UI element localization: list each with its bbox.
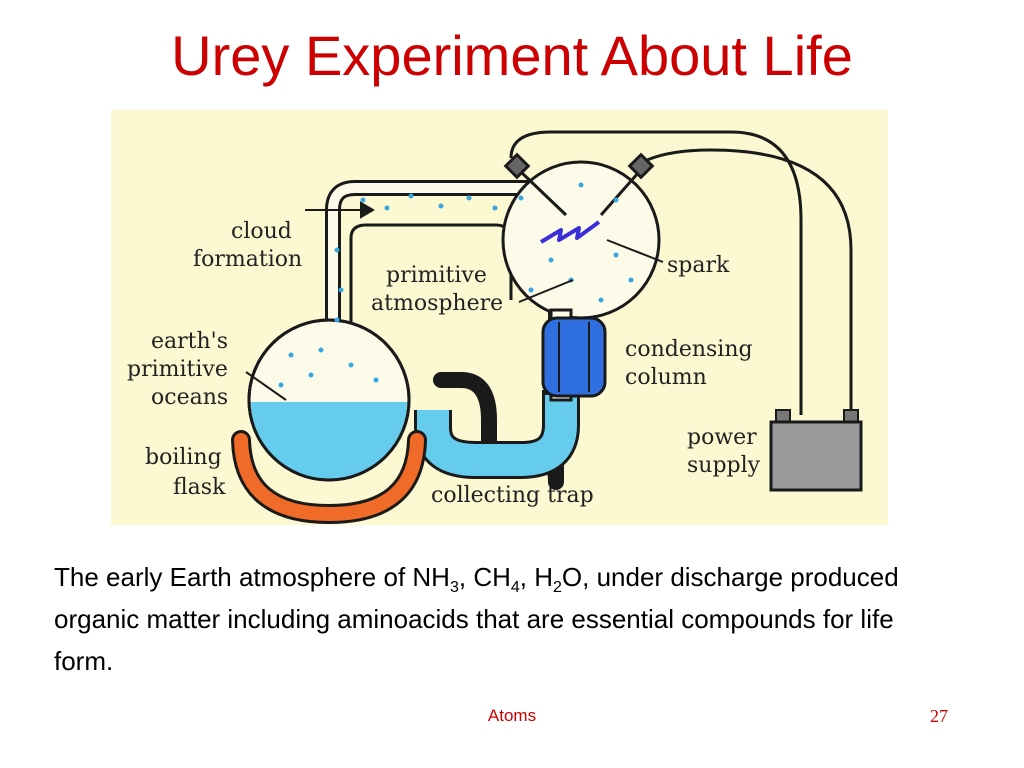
gas-particles: [278, 182, 634, 388]
wires: [509, 130, 853, 415]
label-condensing: condensing: [625, 337, 753, 362]
label-earths: earth's: [151, 329, 228, 354]
caption-text-2: , CH: [458, 562, 511, 592]
slide-title: Urey Experiment About Life: [171, 24, 853, 87]
label-atmosphere: atmosphere: [371, 291, 503, 316]
pointer-arrows: [245, 201, 664, 401]
condensing-column: [541, 316, 607, 398]
label-formation: formation: [193, 247, 302, 272]
electrodes: [503, 152, 655, 217]
label-flask: flask: [173, 475, 226, 500]
label-primitive-oceans: primitive: [127, 357, 228, 382]
caption-text-3: , H: [519, 562, 554, 592]
label-column: column: [625, 365, 707, 390]
label-boiling: boiling: [145, 445, 222, 470]
diagram-labels: cloud formation primitive atmosphere spa…: [127, 219, 761, 508]
caption-text-1: The early Earth atmosphere of NH: [54, 562, 450, 592]
caption-text-4: O, under discharge produced organic matt…: [54, 562, 899, 676]
label-supply: supply: [687, 453, 761, 478]
caption-sub-h2o: 2: [553, 579, 562, 597]
label-collecting-trap: collecting trap: [431, 483, 594, 508]
footer-topic: Atoms: [487, 706, 537, 725]
ocean-water: [251, 402, 407, 480]
label-spark: spark: [667, 253, 730, 278]
page-number: 27: [930, 706, 948, 726]
power-supply-battery: [769, 409, 863, 492]
caption-sub-ch4: 4: [510, 579, 520, 597]
label-oceans: oceans: [151, 385, 228, 410]
urey-miller-apparatus-diagram: cloud formation primitive atmosphere spa…: [111, 110, 888, 525]
spark-bolt: [539, 220, 601, 244]
label-primitive: primitive: [386, 263, 487, 288]
collecting-trap-water: [417, 395, 577, 476]
caption-sub-nh3: 3: [449, 579, 459, 597]
slide-caption: The early Earth atmosphere of NH3, CH4, …: [54, 556, 934, 682]
label-power: power: [687, 425, 757, 450]
label-cloud: cloud: [231, 219, 292, 244]
